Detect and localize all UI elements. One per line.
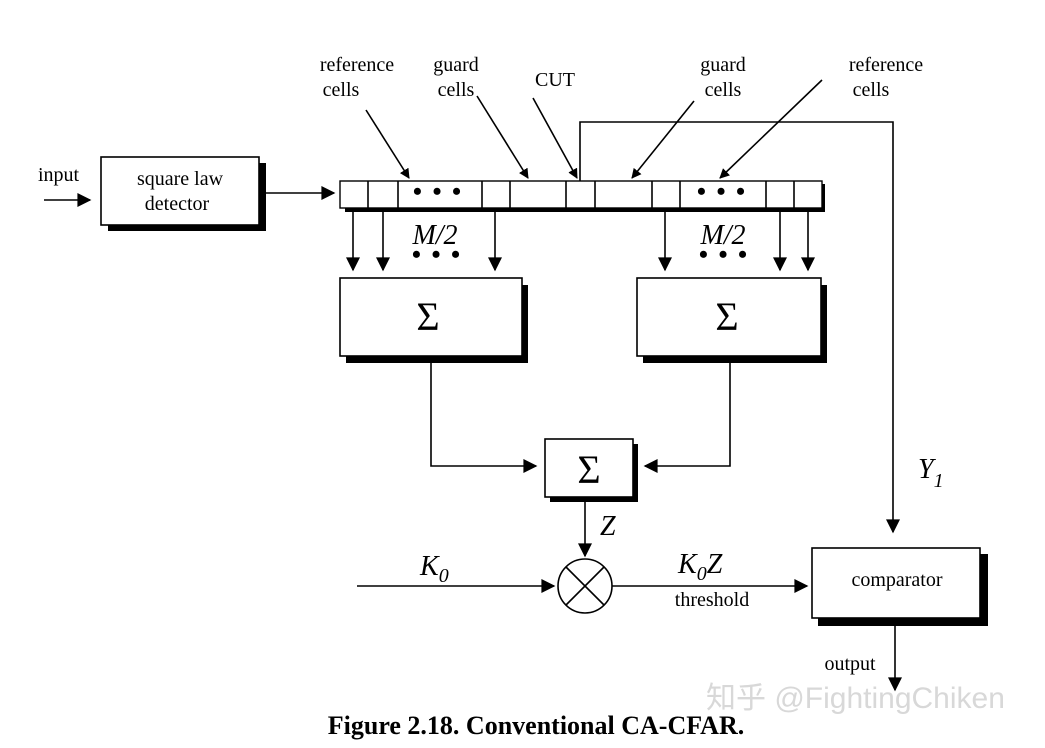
z-label: Z	[600, 511, 616, 542]
multiplier-symbol	[557, 558, 613, 614]
k0-label: K0	[419, 551, 449, 587]
cut-to-comparator-line	[579, 121, 900, 534]
square-law-label-line1: square law	[137, 168, 224, 190]
m-half-left-label: M/2	[411, 220, 457, 251]
right-sum-sigma: Σ	[715, 294, 738, 339]
watermark: 知乎 @FightingChiken	[706, 682, 1005, 715]
guard-cells-right-pointer	[631, 100, 695, 179]
ref-cells-left-label-line1: reference	[320, 54, 394, 76]
guard-cells-left-pointer	[476, 95, 529, 179]
square-law-detector-block: square law detector	[100, 156, 266, 231]
figure-caption: Figure 2.18. Conventional CA-CFAR.	[328, 711, 744, 740]
m-half-right-label: M/2	[699, 220, 745, 251]
taps-ellipsis-left: • • •	[412, 240, 462, 269]
cut-pointer	[532, 97, 578, 179]
input-label: input	[38, 164, 80, 186]
threshold-label: threshold	[675, 589, 749, 611]
left-sum-block: Σ	[339, 277, 528, 363]
shift-register: • • • • • •	[339, 177, 825, 212]
k0z-label: K0Z	[677, 549, 723, 585]
center-sum-sigma: Σ	[577, 447, 600, 492]
y1-label: Y1	[918, 454, 944, 492]
comparator-label: comparator	[851, 569, 942, 591]
guard-cells-left-label-line1: guard	[433, 54, 479, 76]
ref-cells-right-label-line2: cells	[853, 79, 890, 101]
left-sum-sigma: Σ	[416, 294, 439, 339]
taps-ellipsis-right: • • •	[699, 240, 749, 269]
ref-cells-right-label-line1: reference	[849, 54, 923, 76]
output-label: output	[824, 653, 876, 675]
register-ellipsis-right: • • •	[697, 177, 747, 206]
guard-cells-right-label-line2: cells	[705, 79, 742, 101]
square-law-label-line2: detector	[145, 193, 210, 215]
register-ellipsis-left: • • •	[413, 177, 463, 206]
ref-cells-left-pointer	[365, 109, 410, 179]
cut-label: CUT	[535, 69, 575, 91]
right-sum-block: Σ	[636, 277, 827, 363]
left-sum-to-center-line	[430, 363, 538, 473]
right-sum-to-center-line	[643, 363, 731, 473]
ref-cells-left-label-line2: cells	[323, 79, 360, 101]
center-sum-block: Σ	[544, 438, 638, 502]
ref-cells-right-pointer	[719, 79, 823, 179]
guard-cells-right-label-line1: guard	[700, 54, 746, 76]
comparator-block: comparator	[811, 547, 988, 626]
guard-cells-left-label-line2: cells	[438, 79, 475, 101]
